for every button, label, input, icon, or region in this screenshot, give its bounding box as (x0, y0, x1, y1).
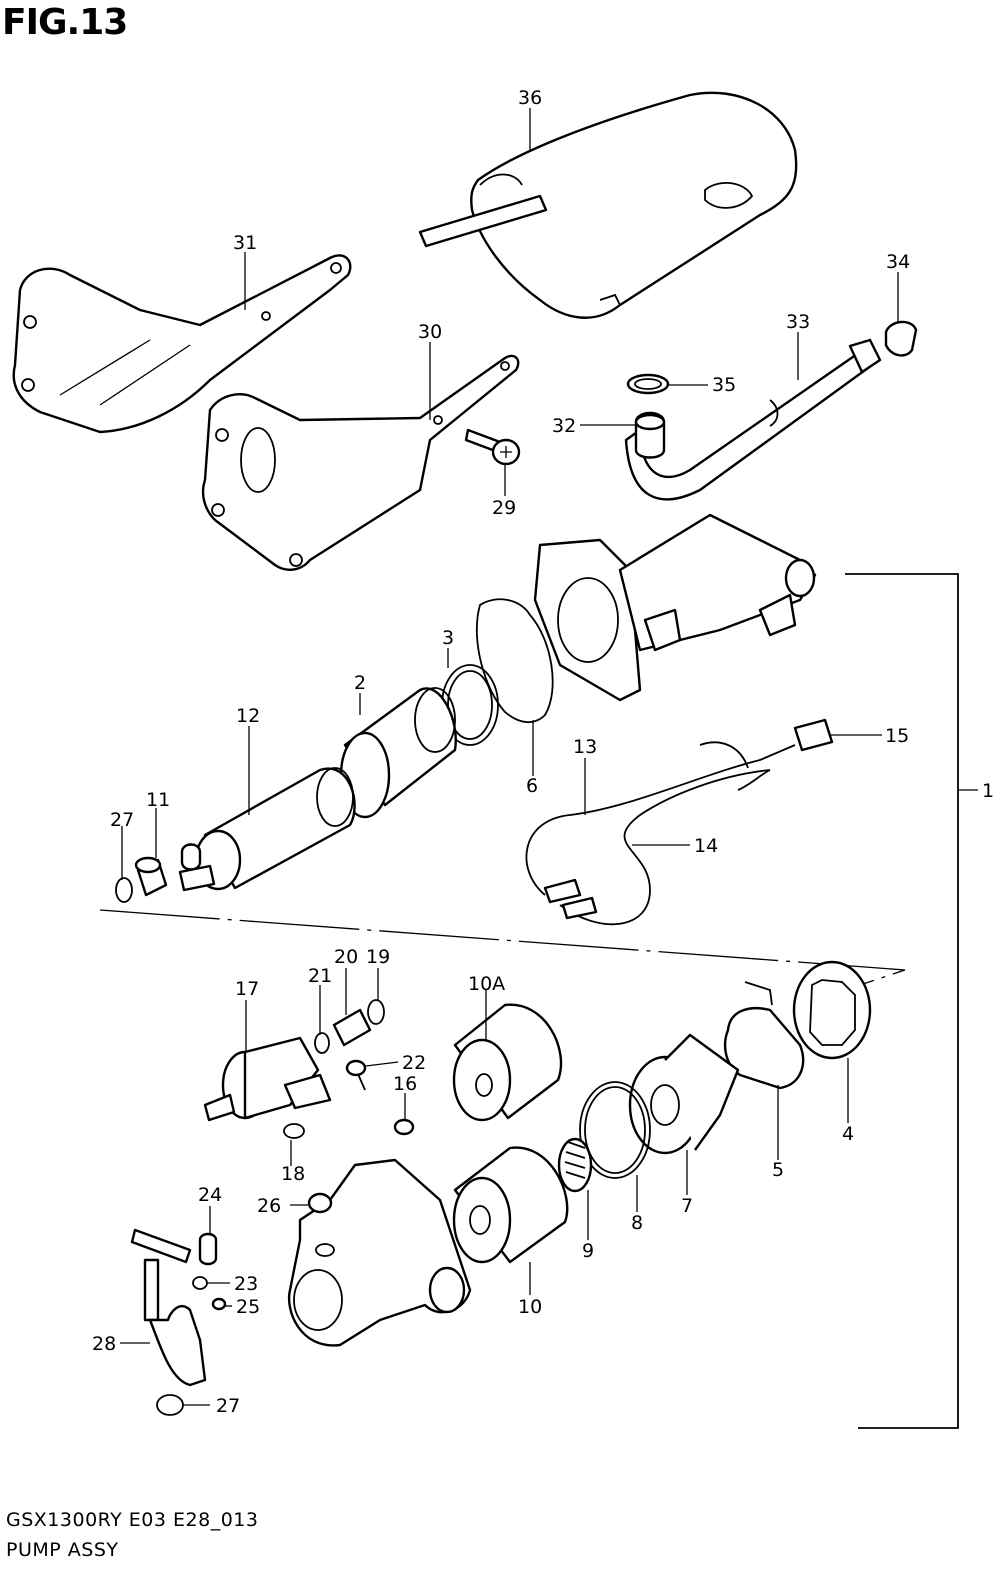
part-26-plug (307, 1192, 333, 1214)
callout-15: 15 (885, 725, 909, 747)
callout-26: 26 (257, 1195, 281, 1217)
part-10-filter (452, 1146, 569, 1264)
part-28-tube (130, 1228, 207, 1387)
callout-36: 36 (518, 87, 542, 109)
part-1-bracket-line (845, 573, 959, 1429)
pump-housing (287, 1158, 472, 1347)
figure-code: GSX1300RY E03 E28_013 (6, 1509, 259, 1531)
callout-12: 12 (236, 705, 260, 727)
callout-32: 32 (552, 415, 576, 437)
figure-name: PUMP ASSY (6, 1539, 119, 1561)
callout-7: 7 (681, 1195, 693, 1217)
callout-30: 30 (418, 321, 442, 343)
figure-title: FIG.13 (2, 2, 128, 43)
callout-33: 33 (786, 311, 810, 333)
callout-11: 11 (146, 789, 170, 811)
part-32-elbow (634, 411, 666, 459)
callout-34: 34 (886, 251, 910, 273)
callout-25: 25 (236, 1296, 260, 1318)
part-27-oring-upper (115, 877, 133, 903)
part-10a-filter (452, 1003, 563, 1122)
part-29-bolt (464, 428, 521, 466)
callout-10a: 10A (468, 973, 505, 995)
callout-14: 14 (694, 835, 718, 857)
callout-5: 5 (772, 1159, 784, 1181)
leader-lines (120, 108, 978, 1406)
exploded-parts-diagram: 36 31 30 29 32 33 34 35 1 2 3 6 12 11 27… (12, 87, 994, 1429)
callout-22: 22 (402, 1052, 426, 1074)
callout-19: 19 (366, 946, 390, 968)
callout-13: 13 (573, 736, 597, 758)
callout-20: 20 (334, 946, 358, 968)
part-36-cover (418, 91, 798, 319)
pump-flange (533, 513, 817, 702)
part-31-bracket (12, 254, 352, 434)
part-25-fitting (211, 1297, 227, 1311)
callout-2: 2 (354, 672, 366, 694)
callout-21: 21 (308, 965, 332, 987)
part-24-fitting (198, 1232, 218, 1266)
part-21-oring (314, 1032, 330, 1054)
callout-8: 8 (631, 1212, 643, 1234)
part-23-washer (192, 1276, 208, 1290)
callout-6: 6 (526, 775, 538, 797)
part-13-14-wiring (525, 741, 796, 926)
callout-18: 18 (281, 1163, 305, 1185)
part-11-collar (134, 856, 168, 897)
callout-10: 10 (518, 1296, 542, 1318)
part-8-oring (579, 1081, 651, 1179)
callout-17: 17 (235, 978, 259, 1000)
part-27-oring-lower (156, 1394, 184, 1416)
part-16-screw (393, 1118, 415, 1136)
part-6-gasket (476, 598, 554, 724)
callout-27-lower: 27 (216, 1395, 240, 1417)
callout-29: 29 (492, 497, 516, 519)
part-33-hose (624, 338, 882, 501)
callout-23: 23 (234, 1273, 258, 1295)
callout-31: 31 (233, 232, 257, 254)
part-30-bracket (201, 354, 520, 571)
part-19-oring (367, 999, 385, 1025)
part-9-spring (557, 1137, 593, 1193)
part-17-regulator (203, 1036, 332, 1122)
part-5-plate (724, 981, 805, 1090)
callout-28: 28 (92, 1333, 116, 1355)
callout-16: 16 (393, 1073, 417, 1095)
callout-4: 4 (842, 1123, 854, 1145)
part-18-oring (283, 1123, 305, 1139)
part-34-clamp (884, 320, 918, 357)
part-2-holder (339, 687, 457, 819)
part-7-pump-body (628, 1033, 740, 1155)
callout-35: 35 (712, 374, 736, 396)
callout-9: 9 (582, 1240, 594, 1262)
callout-1: 1 (982, 780, 994, 802)
callout-24: 24 (198, 1184, 222, 1206)
callout-27-upper: 27 (110, 809, 134, 831)
part-20-fitting (332, 1008, 372, 1047)
part-35-clamp (626, 373, 670, 395)
part-15-connector (793, 718, 834, 752)
part-22-screw (345, 1059, 367, 1091)
part-12-fuel-pump (178, 767, 356, 892)
callout-3: 3 (442, 627, 454, 649)
callout-labels: 36 31 30 29 32 33 34 35 1 2 3 6 12 11 27… (92, 87, 994, 1417)
part-4-rotor (792, 960, 872, 1060)
